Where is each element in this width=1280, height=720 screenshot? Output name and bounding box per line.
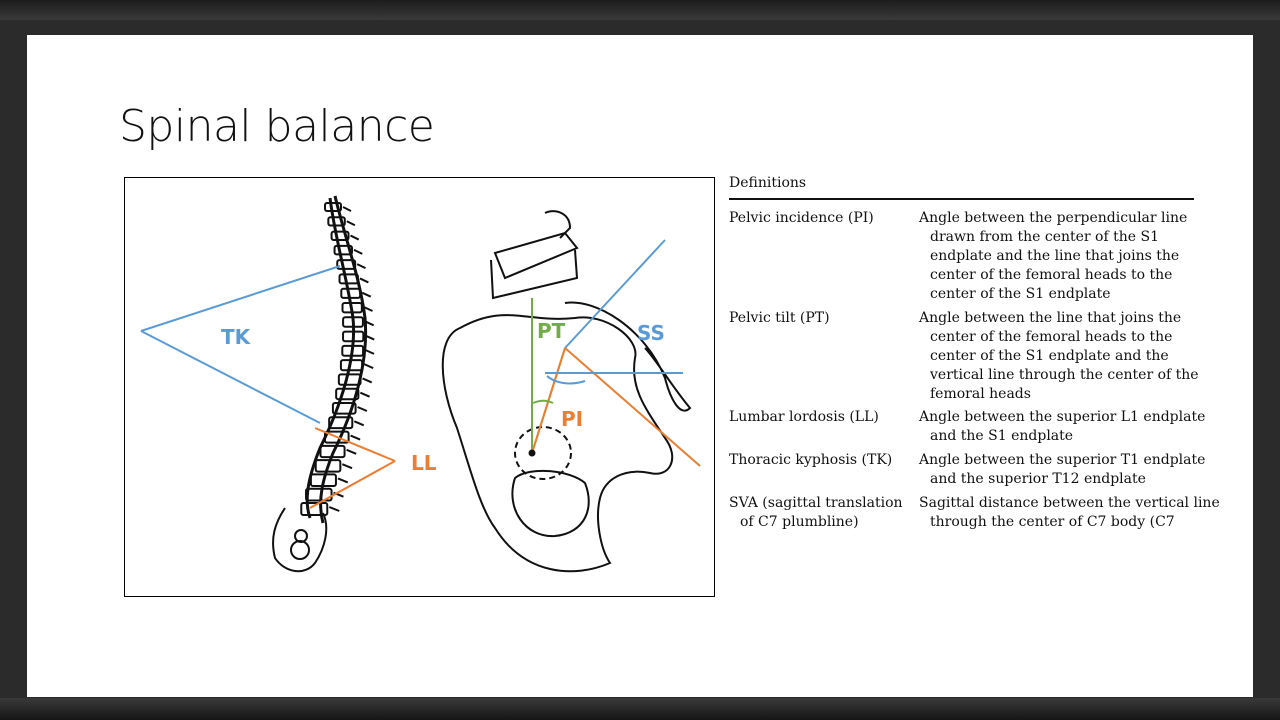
- vertebra: [338, 273, 359, 285]
- vertebra: [319, 444, 346, 459]
- screen-bezel-bottom: [0, 698, 1280, 720]
- definition-cell: Angle between the superior T1 endplate a…: [919, 451, 1206, 489]
- pelvic-parameter-lines: [528, 239, 701, 467]
- vertebrae-group: [300, 202, 375, 516]
- spinous-process: [346, 448, 357, 455]
- term-line: Pelvic incidence (PI): [729, 210, 874, 226]
- vertebra: [330, 230, 350, 241]
- slide: Spinal balance: [27, 35, 1253, 697]
- spinous-process: [350, 434, 361, 441]
- term-cell: Pelvic tilt (PT): [729, 309, 919, 328]
- ll-angle-lines: [309, 427, 396, 509]
- tk-angle-lines: [140, 265, 341, 424]
- spinous-process: [357, 406, 368, 412]
- definition-cell: Angle between the superior L1 endplate a…: [919, 408, 1206, 446]
- ll-label: LL: [411, 451, 437, 475]
- definition-line: femoral heads: [930, 386, 1031, 402]
- definition-line: Angle between the line that joins the: [919, 310, 1182, 326]
- vertebra: [340, 287, 362, 299]
- definition-line: Angle between the superior T1 endplate: [919, 452, 1206, 468]
- vertebra: [327, 216, 346, 227]
- vertebra: [342, 330, 365, 343]
- pt-label: PT: [537, 319, 566, 343]
- spinous-process: [364, 348, 375, 355]
- spinous-process: [353, 420, 365, 427]
- term-line: Pelvic tilt (PT): [729, 310, 830, 326]
- vertebra: [331, 402, 357, 415]
- spinous-process: [353, 248, 363, 255]
- definition-line: center of the S1 endplate: [930, 286, 1111, 302]
- definition-line: and the S1 endplate: [930, 428, 1074, 444]
- term-cell: SVA (sagittal translation of C7 plumblin…: [729, 494, 919, 532]
- definition-line: through the center of C7 body (C7: [930, 514, 1175, 530]
- definition-line: center of the femoral heads to the: [930, 329, 1173, 345]
- term-line: Thoracic kyphosis (TK): [729, 452, 893, 468]
- spinous-process: [363, 363, 374, 370]
- definition-cell: Angle between the line that joins the ce…: [919, 309, 1199, 404]
- spinous-process: [356, 263, 366, 270]
- definition-line: drawn from the center of the S1: [930, 229, 1159, 245]
- slide-title: Spinal balance: [119, 101, 435, 152]
- pelvis-drawing: [441, 210, 692, 573]
- definition-line: center of the femoral heads to the: [930, 267, 1173, 283]
- spinous-process: [328, 506, 340, 512]
- vertebra: [335, 387, 360, 401]
- spine-pelvis-diagram: TK LL PT SS PI: [140, 195, 701, 573]
- spinous-process: [359, 277, 369, 284]
- vertebra: [300, 502, 329, 516]
- screen-bezel-top: [0, 0, 1280, 20]
- definition-line: endplate and the line that joins the: [930, 248, 1180, 264]
- spine-pelvis-figure: TK LL PT SS PI: [124, 177, 715, 597]
- vertebra: [341, 344, 365, 357]
- term-line: SVA (sagittal translation: [729, 495, 903, 511]
- ss-label: SS: [637, 321, 665, 345]
- spinous-process: [341, 463, 353, 470]
- term-cell: Thoracic kyphosis (TK): [729, 451, 919, 470]
- definition-line: vertical line through the center of the: [930, 367, 1199, 383]
- definitions-table: Definitions Pelvic incidence (PI) Angle …: [729, 175, 1220, 535]
- vertebra: [309, 473, 337, 488]
- spine-drawing: [272, 195, 375, 573]
- vertebra: [324, 202, 342, 212]
- vertebra: [328, 416, 354, 430]
- definition-line: Angle between the superior L1 endplate: [919, 409, 1206, 425]
- spinous-process: [346, 220, 356, 227]
- tk-label: TK: [221, 325, 252, 349]
- spinous-process: [350, 234, 360, 241]
- definition-line: Angle between the perpendicular line: [919, 210, 1188, 226]
- vertebra: [323, 430, 350, 444]
- vertebra: [333, 244, 353, 256]
- definition-line: and the superior T12 endplate: [930, 471, 1146, 487]
- term-line: of C7 plumbline): [740, 514, 859, 530]
- table-header: Definitions: [729, 175, 807, 191]
- spinous-process: [342, 206, 352, 212]
- term-cell: Pelvic incidence (PI): [729, 209, 919, 228]
- table-header-rule: [729, 198, 1194, 200]
- vertebra: [314, 459, 342, 473]
- spinous-process: [364, 334, 375, 341]
- vertebra: [337, 373, 362, 386]
- spinous-process: [363, 306, 373, 312]
- spinous-process: [337, 477, 349, 484]
- definition-cell: Angle between the perpendicular line dra…: [919, 209, 1195, 304]
- spinous-process: [361, 291, 372, 298]
- pi-label: PI: [561, 407, 583, 431]
- spinous-process: [364, 320, 375, 327]
- vertebra: [339, 359, 364, 372]
- term-line: Lumbar lordosis (LL): [729, 409, 879, 425]
- vertebra: [305, 487, 333, 502]
- definition-cell: Sagittal distance between the vertical l…: [919, 494, 1220, 532]
- term-cell: Lumbar lordosis (LL): [729, 408, 919, 427]
- definition-line: center of the S1 endplate and the: [930, 348, 1169, 364]
- vertebra: [342, 316, 364, 328]
- spinous-process: [359, 391, 370, 398]
- definition-line: Sagittal distance between the vertical l…: [919, 495, 1220, 511]
- vertebra: [336, 259, 357, 270]
- spinous-process: [362, 377, 373, 384]
- vertebra: [341, 302, 363, 314]
